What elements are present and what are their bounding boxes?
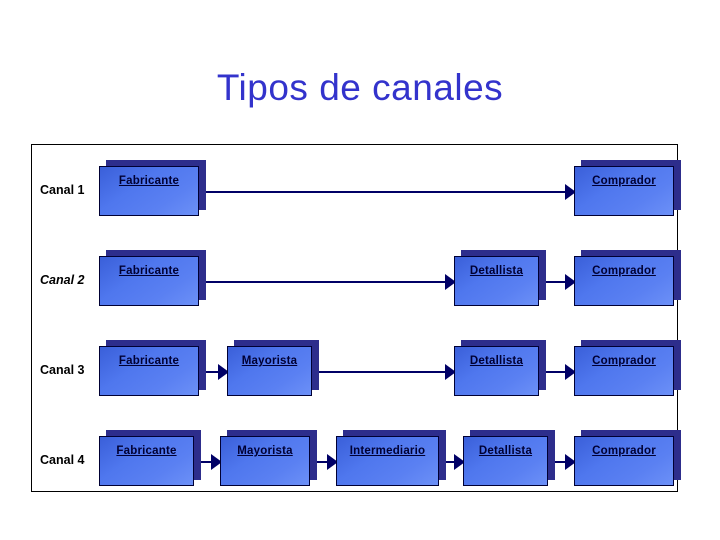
node-face: Comprador: [574, 346, 674, 396]
arrowhead-canal1-1: [565, 184, 576, 200]
node-label: Fabricante: [118, 265, 180, 277]
node-face: Detallista: [463, 436, 548, 486]
arrowhead-canal4-1: [211, 454, 222, 470]
node-canal3-detallista[interactable]: Detallista: [454, 340, 546, 396]
node-canal2-fabricante[interactable]: Fabricante: [99, 250, 206, 306]
node-face: Comprador: [574, 436, 674, 486]
arrowhead-canal2-1: [445, 274, 456, 290]
channel-label-1: Canal 1: [40, 183, 85, 197]
channel-row-4: Canal 4 Fabricante Mayorista Intermediar…: [32, 430, 681, 492]
node-label: Intermediario: [349, 445, 426, 457]
connector-canal4-3: [446, 461, 456, 463]
node-canal4-comprador[interactable]: Comprador: [574, 430, 681, 486]
node-label: Comprador: [592, 265, 656, 277]
page-title: Tipos de canales: [216, 66, 504, 108]
connector-canal1-1: [206, 191, 569, 193]
node-face: Fabricante: [99, 166, 199, 216]
node-canal4-detallista[interactable]: Detallista: [463, 430, 555, 486]
node-face: Detallista: [454, 346, 539, 396]
connector-canal3-1: [206, 371, 220, 373]
node-label: Detallista: [469, 355, 524, 367]
connector-canal2-1: [206, 281, 449, 283]
node-face: Mayorista: [220, 436, 310, 486]
node-label: Mayorista: [241, 355, 298, 367]
node-label: Mayorista: [237, 445, 293, 457]
connector-canal4-2: [317, 461, 329, 463]
channel-row-2: Canal 2 Fabricante Detallista Comprador: [32, 250, 681, 312]
channel-label-3: Canal 3: [40, 363, 85, 377]
node-canal3-comprador[interactable]: Comprador: [574, 340, 681, 396]
channel-label-4: Canal 4: [40, 453, 85, 467]
connector-canal3-3: [546, 371, 565, 373]
node-face: Fabricante: [99, 346, 199, 396]
node-face: Mayorista: [227, 346, 312, 396]
node-label: Comprador: [592, 175, 656, 187]
arrowhead-canal4-3: [454, 454, 465, 470]
channel-label-2: Canal 2: [40, 273, 85, 287]
arrowhead-canal2-2: [565, 274, 576, 290]
arrowhead-canal3-2: [445, 364, 456, 380]
node-label: Fabricante: [118, 175, 180, 187]
node-label: Detallista: [469, 265, 524, 277]
node-face: Fabricante: [99, 256, 199, 306]
node-canal3-fabricante[interactable]: Fabricante: [99, 340, 206, 396]
node-label: Comprador: [592, 445, 656, 457]
node-face: Fabricante: [99, 436, 194, 486]
channel-diagram-frame: Canal 1 Fabricante Comprador Canal 2 Fab…: [31, 144, 681, 492]
arrowhead-canal4-2: [327, 454, 338, 470]
arrowhead-canal3-1: [218, 364, 229, 380]
arrowhead-canal3-3: [565, 364, 576, 380]
arrowhead-canal4-4: [565, 454, 576, 470]
channel-row-3: Canal 3 Fabricante Mayorista Detallista: [32, 340, 681, 402]
node-label: Fabricante: [116, 445, 177, 457]
connector-canal3-2: [319, 371, 449, 373]
node-canal1-fabricante[interactable]: Fabricante: [99, 160, 206, 216]
connector-canal4-4: [555, 461, 567, 463]
node-label: Fabricante: [118, 355, 180, 367]
node-canal4-intermediario[interactable]: Intermediario: [336, 430, 446, 486]
channel-row-1: Canal 1 Fabricante Comprador: [32, 160, 681, 222]
node-label: Detallista: [478, 445, 533, 457]
node-canal3-mayorista[interactable]: Mayorista: [227, 340, 319, 396]
node-face: Intermediario: [336, 436, 439, 486]
node-canal4-fabricante[interactable]: Fabricante: [99, 430, 201, 486]
node-face: Detallista: [454, 256, 539, 306]
node-canal2-comprador[interactable]: Comprador: [574, 250, 681, 306]
node-canal2-detallista[interactable]: Detallista: [454, 250, 546, 306]
node-face: Comprador: [574, 166, 674, 216]
connector-canal4-1: [201, 461, 213, 463]
node-face: Comprador: [574, 256, 674, 306]
node-canal4-mayorista[interactable]: Mayorista: [220, 430, 317, 486]
node-canal1-comprador[interactable]: Comprador: [574, 160, 681, 216]
connector-canal2-2: [546, 281, 565, 283]
node-label: Comprador: [592, 355, 656, 367]
